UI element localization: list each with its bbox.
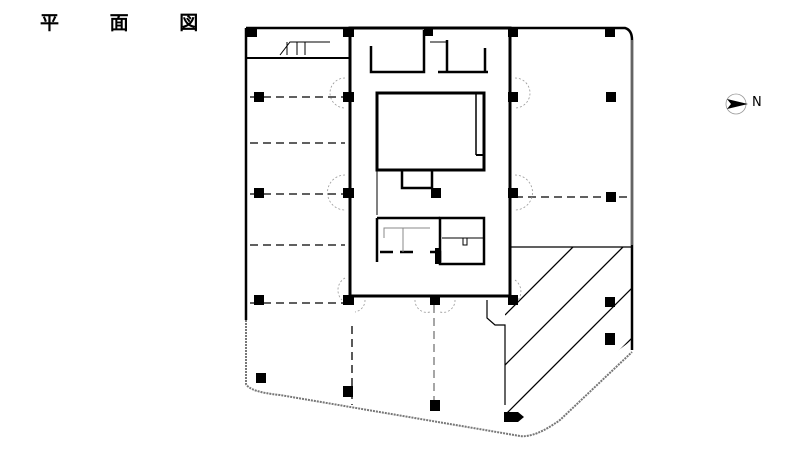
core-room-upper-right (438, 40, 488, 74)
stairs (279, 41, 330, 56)
curtain-wall (245, 320, 633, 438)
hatched-area (505, 247, 632, 425)
north-arrow-icon (725, 93, 748, 115)
core-room-lower-right (438, 216, 486, 266)
core-room-lower-left (375, 216, 442, 262)
core-room (375, 91, 486, 172)
plan-title: 平 面 図 (40, 12, 221, 34)
core-room-upper-left (369, 30, 426, 74)
door-swings (327, 77, 533, 313)
partitions (250, 40, 633, 405)
columns (247, 28, 616, 422)
outer-wall (246, 26, 634, 350)
north-label: N (752, 95, 762, 110)
